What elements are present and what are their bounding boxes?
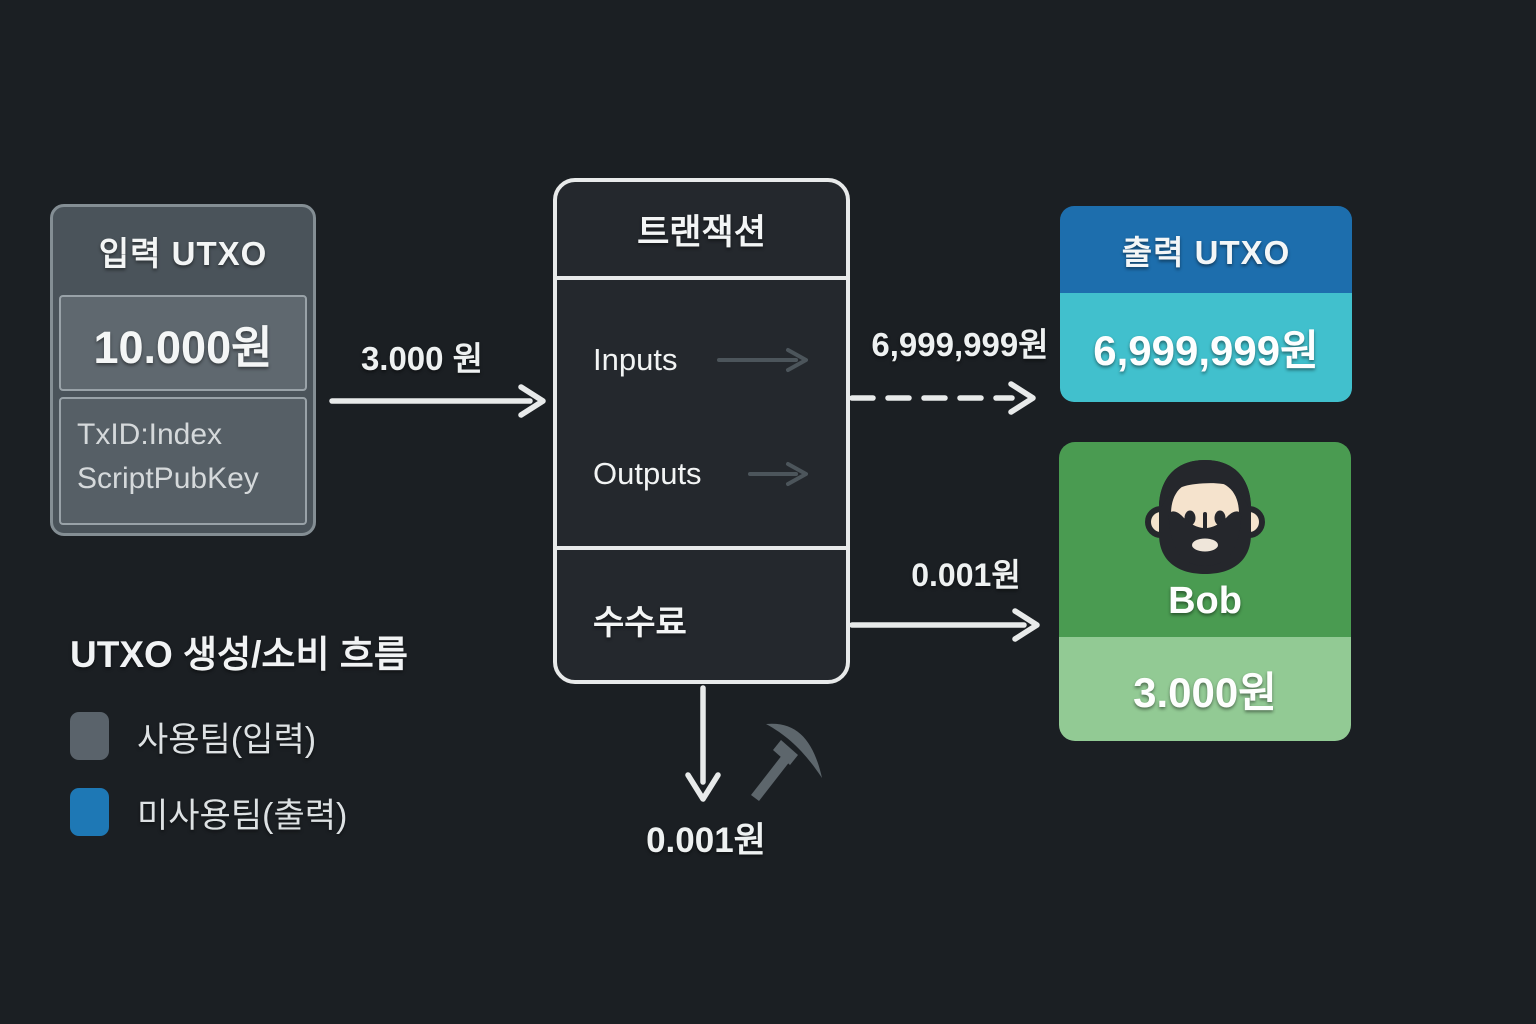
bob-box: Bob 3.000원 — [1059, 442, 1351, 741]
input-utxo-box: 입력 UTXO 10.000원 TxID:Index ScriptPubKey — [50, 204, 316, 536]
input-utxo-scriptpubkey: ScriptPubKey — [77, 461, 259, 495]
fee-label: 수수료 — [593, 603, 687, 642]
output-utxo-amount: 6,999,999원 — [1060, 293, 1352, 402]
output-utxo-box: 출력 UTXO 6,999,999원 — [1060, 206, 1352, 402]
flow-amount-fee-down: 0.001원 — [646, 821, 766, 860]
bearded-man-avatar-icon — [1145, 460, 1265, 574]
legend-swatch-unused — [70, 788, 109, 836]
arrow-input-to-transaction — [329, 384, 546, 418]
legend-swatch-used — [70, 712, 109, 760]
bob-top-section: Bob — [1059, 442, 1351, 637]
input-utxo-title: 입력 UTXO — [98, 235, 268, 272]
legend-item-used: 사용팀(입력) — [70, 712, 316, 760]
flow-amount-input-to-tx: 3.000 원 — [360, 340, 484, 377]
input-utxo-amount: 10.000원 — [59, 295, 307, 391]
arrow-transaction-to-output — [849, 381, 1036, 415]
inputs-label: Inputs — [593, 342, 678, 377]
flow-amount-tx-to-bob: 0.001원 — [911, 557, 1021, 593]
legend-title: UTXO 생성/소비 흐름 — [70, 634, 408, 675]
transaction-outputs-row: Outputs — [593, 452, 812, 496]
inputs-arrow-icon — [717, 348, 808, 372]
bob-amount: 3.000원 — [1059, 637, 1351, 741]
outputs-label: Outputs — [593, 456, 702, 491]
transaction-box: 트랜잭션 Inputs Outputs 수수료 — [553, 178, 850, 684]
outputs-arrow-icon — [748, 462, 808, 486]
legend-label-used: 사용팀(입력) — [137, 720, 317, 759]
arrow-transaction-to-bob — [849, 608, 1040, 642]
output-utxo-title: 출력 UTXO — [1060, 206, 1352, 293]
transaction-fee-divider — [557, 546, 846, 550]
arrow-fee-down — [685, 685, 721, 802]
legend-label-unused: 미사용팀(출력) — [137, 796, 348, 835]
input-utxo-details: TxID:Index ScriptPubKey — [59, 397, 307, 525]
transaction-title: 트랜잭션 — [557, 182, 846, 280]
input-utxo-txid: TxID:Index — [77, 418, 223, 451]
legend-item-unused: 미사용팀(출력) — [70, 788, 347, 836]
bob-name: Bob — [1168, 580, 1242, 622]
pickaxe-icon — [751, 723, 822, 801]
flow-amount-tx-to-output: 6,999,999원 — [871, 326, 1049, 363]
transaction-inputs-row: Inputs — [593, 338, 812, 382]
